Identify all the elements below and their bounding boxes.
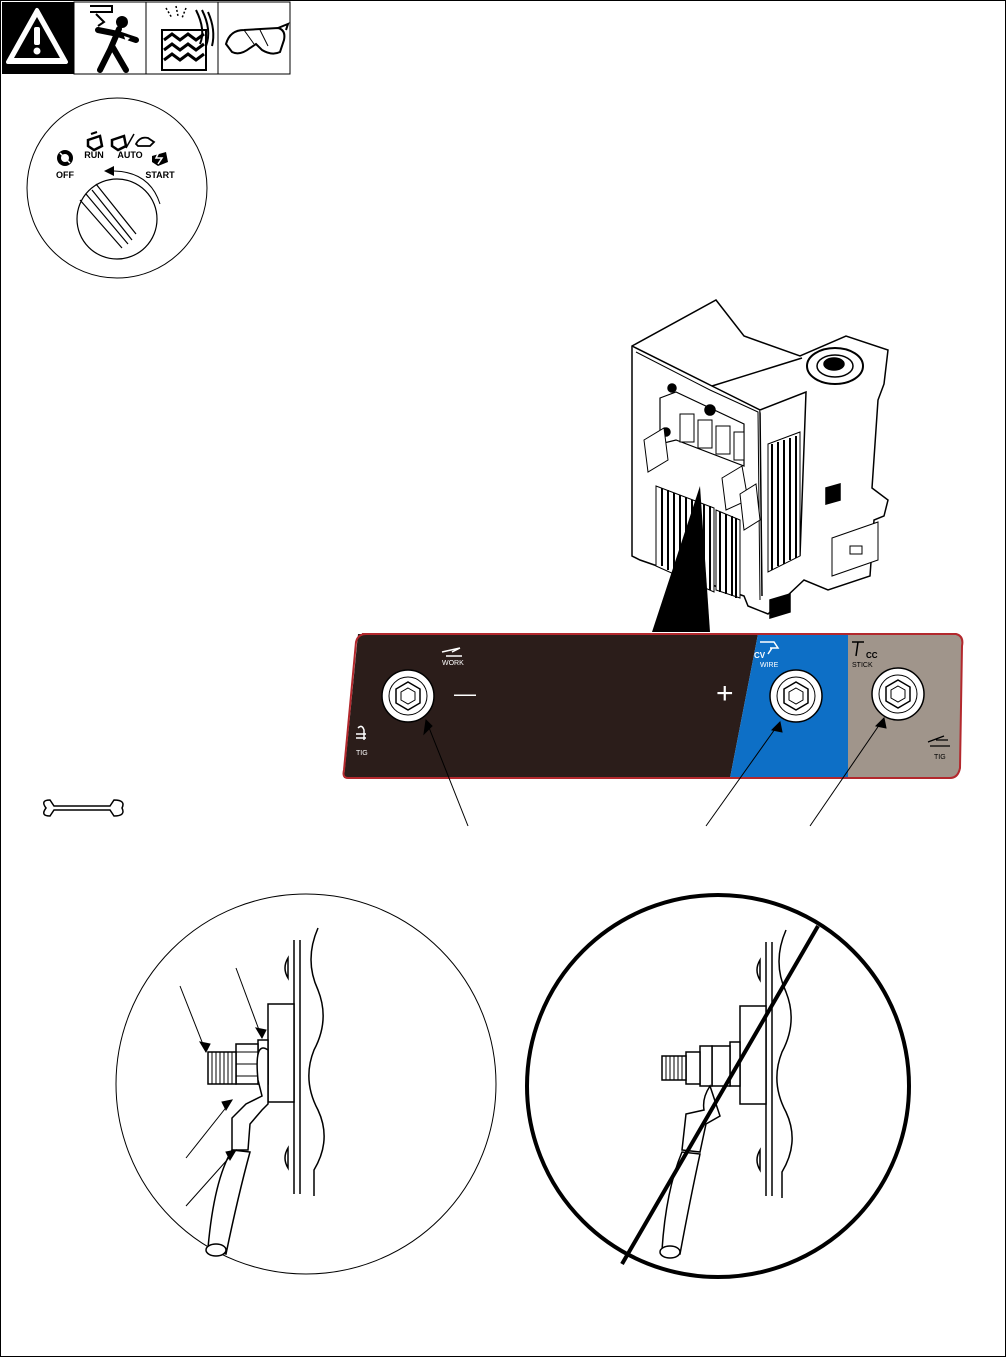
positive-cv-terminal-stud[interactable] [770,670,822,722]
work-label: WORK [442,660,464,667]
engine-switch-dial: OFF RUN AUTO START [27,98,207,278]
engine-off-icon [57,150,73,166]
dial-label-run: RUN [84,150,104,160]
cc-label: CC [866,651,878,660]
dial-label-start: START [145,170,175,180]
warning-strip [2,2,290,74]
positive-cc-terminal-stud[interactable] [872,668,924,720]
tig-label-right: TIG [934,754,946,761]
wire-label: WIRE [760,662,779,669]
stick-label: STICK [852,662,873,669]
weld-terminal-panel: WORK TIG — + CV WIRE CC STICK TIG [344,634,963,778]
switch-knob[interactable] [77,179,157,259]
negative-terminal-stud[interactable] [382,670,434,722]
wrench-icon [44,800,123,816]
cv-label: CV [754,651,766,660]
negative-symbol: — [454,681,476,706]
dial-label-off: OFF [56,170,74,180]
tig-label-left: TIG [356,750,368,757]
positive-symbol: + [716,677,734,710]
welder-generator-unit [632,300,888,618]
dial-label-auto: AUTO [117,150,142,160]
correct-connection-detail [116,894,496,1274]
incorrect-connection-detail [527,895,909,1277]
